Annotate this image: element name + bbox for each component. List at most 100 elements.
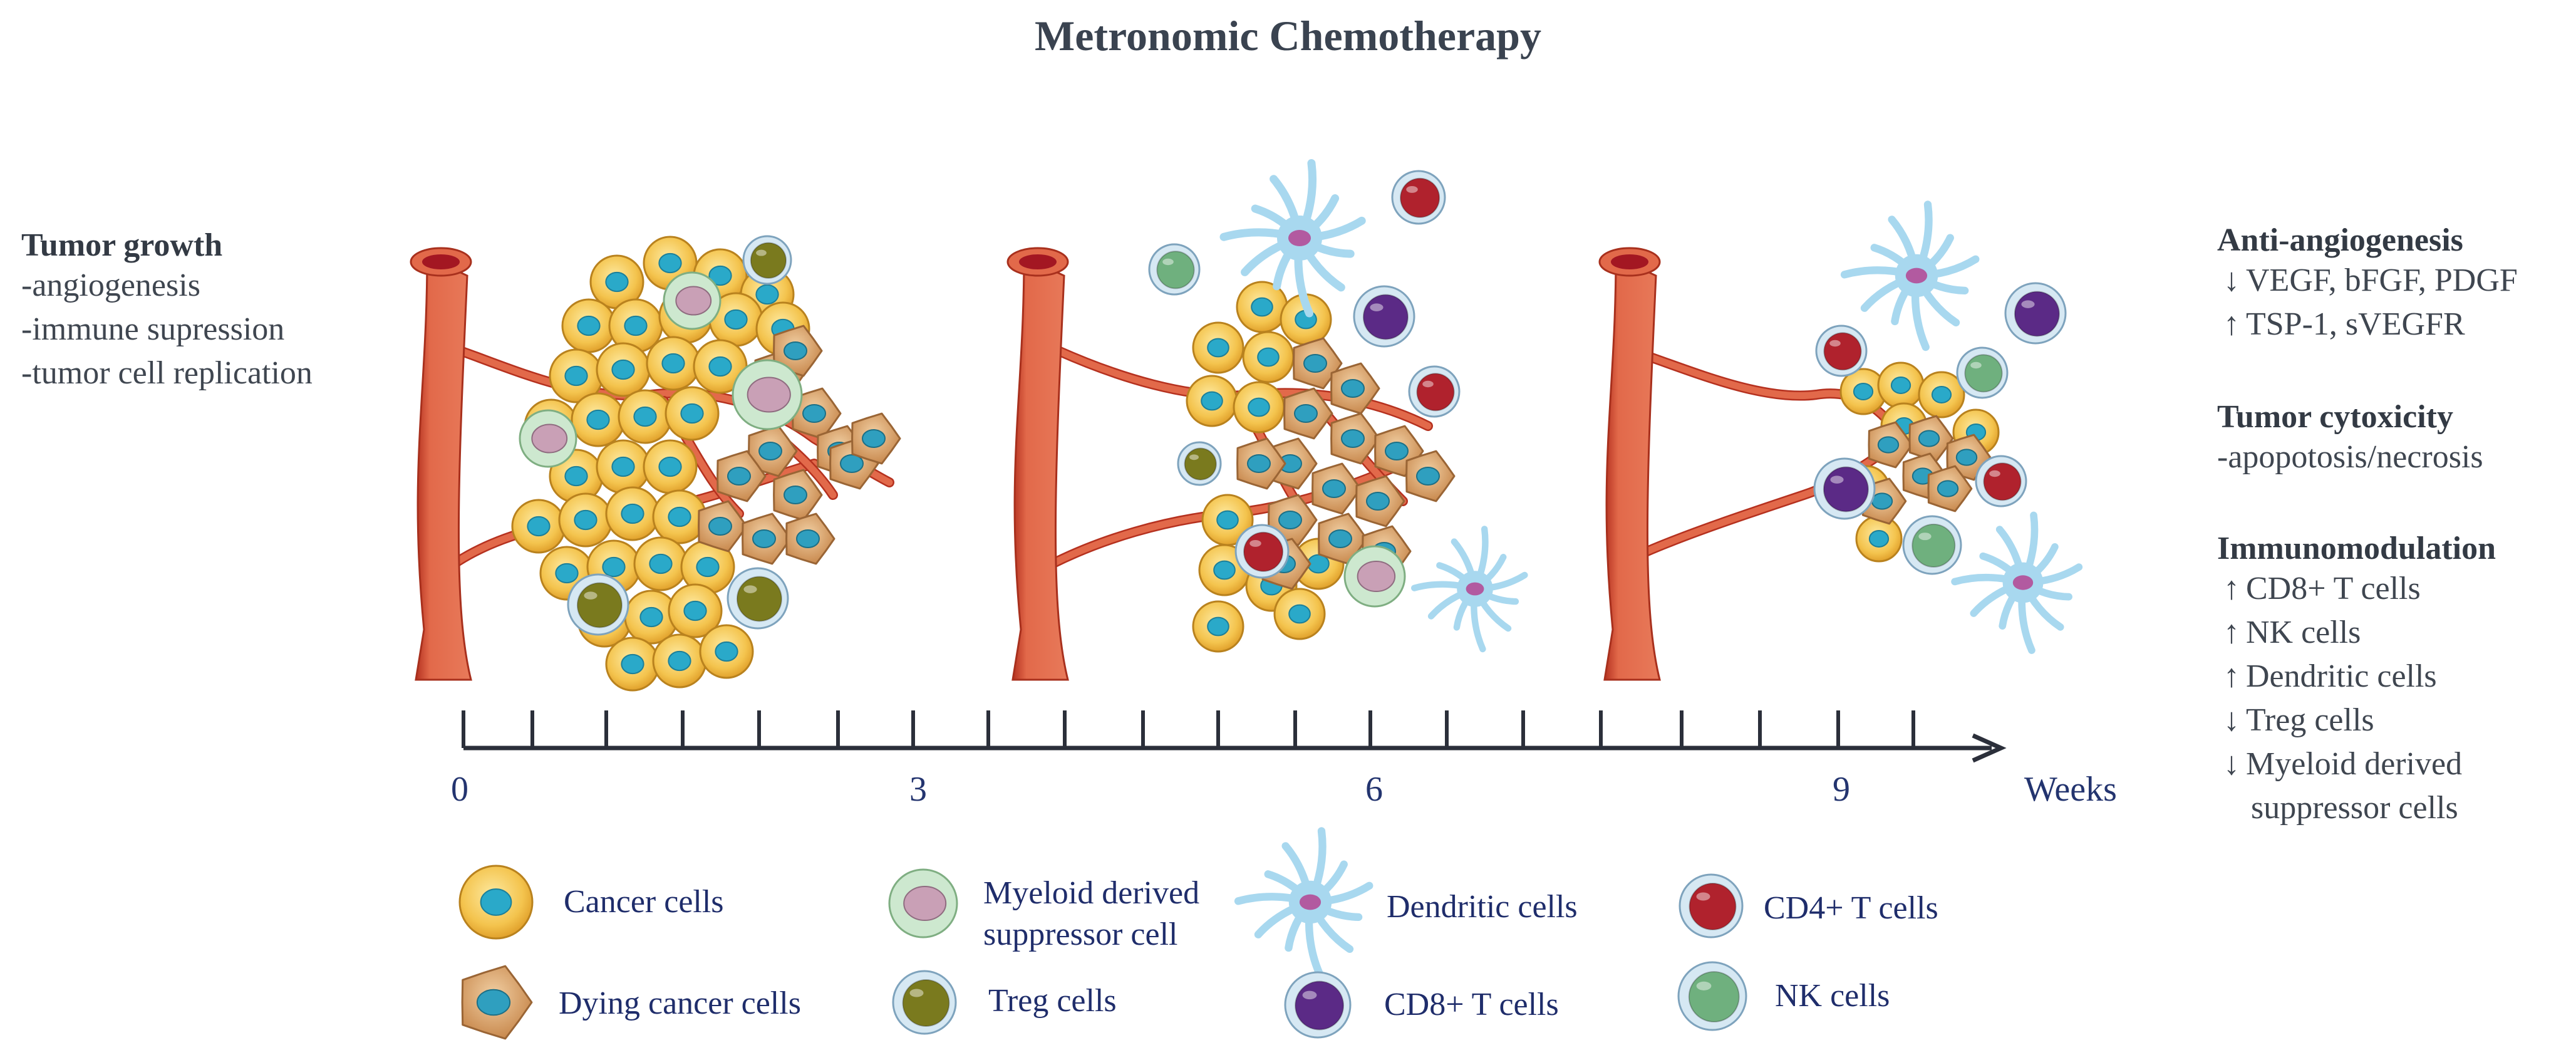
dendritic-cell <box>1411 526 1528 653</box>
effect-item: ↑NK cells <box>2217 611 2496 655</box>
myeloid-derived-suppressor-cell <box>519 409 577 468</box>
cd4-t-cell <box>1234 524 1290 579</box>
effect-text: TSP-1, sVEGFR <box>2246 306 2465 342</box>
cancer-cell <box>558 492 613 548</box>
arrow-down-icon: ↓ <box>2223 702 2240 738</box>
cancer-cell <box>1273 588 1326 640</box>
cytotoxicity-heading: Tumor cytoxicity <box>2217 399 2453 435</box>
nk-cell <box>1148 243 1201 296</box>
effect-text-continuation: suppressor cells <box>2251 790 2458 826</box>
cancer-cell <box>1855 515 1903 563</box>
dendritic-cell <box>1840 200 1980 351</box>
legend-label-dendritic: Dendritic cells <box>1387 889 1578 925</box>
cancer-cell <box>652 489 707 544</box>
tumor-growth-heading: Tumor growth <box>21 227 223 263</box>
dying-cancer-cell <box>1283 387 1333 440</box>
tumor-cells <box>1177 281 1461 653</box>
effect-text: NK cells <box>2246 615 2361 650</box>
effect-item: ↑TSP-1, sVEGFR <box>2217 303 2518 346</box>
dendritic-cell <box>1219 159 1366 318</box>
dying-cancer-cell <box>1330 362 1380 415</box>
cancer-cell <box>1839 368 1887 415</box>
tick-label-9: 9 <box>1833 770 1850 809</box>
treg-cell <box>1177 441 1222 486</box>
anti-angiogenesis-heading: Anti-angiogenesis <box>2217 222 2463 258</box>
diagram-title: Metronomic Chemotherapy <box>1035 12 1541 60</box>
timeline-unit-label: Weeks <box>2024 770 2117 809</box>
dying-cancer-cell <box>748 425 798 477</box>
cancer-cell <box>1918 371 1965 418</box>
legend-cd8-icon <box>1284 971 1352 1039</box>
tumor-cells <box>1813 325 2027 575</box>
cancer-cell <box>596 439 651 494</box>
cancer-cell <box>1242 331 1295 383</box>
legend-dendritic-cell-icon <box>1234 827 1373 978</box>
dendritic-cell <box>1951 511 2083 654</box>
timeline <box>462 710 2007 763</box>
dying-cancer-cell <box>785 512 835 565</box>
arrow-down-icon: ↓ <box>2223 262 2240 298</box>
tumor-growth-item: -angiogenesis <box>21 268 200 303</box>
effect-item: ↓VEGF, bFGF, PDGF <box>2217 259 2518 303</box>
dying-cancer-cell <box>773 469 823 521</box>
cancer-cell <box>1877 361 1925 409</box>
cancer-cell <box>633 536 688 591</box>
cancer-cell <box>605 637 660 692</box>
arrow-up-icon: ↑ <box>2223 306 2240 342</box>
cancer-cell <box>693 339 748 394</box>
cancer-cell <box>699 624 754 679</box>
effect-text: Treg cells <box>2246 702 2374 738</box>
cancer-cell <box>511 499 566 554</box>
tick-label-3: 3 <box>909 770 927 809</box>
cancer-cell <box>643 439 698 494</box>
myeloid-derived-suppressor-cell <box>732 359 803 430</box>
effect-text: VEGF, bFGF, PDGF <box>2246 262 2518 298</box>
treg-cell <box>727 567 789 630</box>
cancer-cell <box>1192 321 1244 374</box>
legend-label-cd4: CD4+ T cells <box>1764 890 1938 926</box>
effect-text: CD8+ T cells <box>2246 571 2421 606</box>
cancer-cell <box>646 336 701 391</box>
cancer-cell <box>596 342 651 397</box>
dying-cancer-cell <box>851 412 901 465</box>
dying-cancer-cell <box>773 325 823 377</box>
cancer-cell <box>1201 494 1254 546</box>
cancer-cell <box>605 486 660 541</box>
legend-mdsc-icon <box>888 868 958 938</box>
cancer-cell <box>652 633 707 689</box>
cd4-t-cell <box>1975 455 2027 507</box>
cd4-t-cell <box>1391 170 1446 225</box>
tumor-week-6 <box>1006 247 1461 681</box>
arrow-up-icon: ↑ <box>2223 615 2240 650</box>
cancer-cell <box>571 392 626 447</box>
cancer-cell <box>561 298 616 353</box>
cd8-t-cell <box>1813 457 1876 520</box>
nk-cell <box>1902 515 1962 575</box>
myeloid-derived-suppressor-cell <box>1343 545 1406 608</box>
legend-label-dying: Dying cancer cells <box>559 985 801 1021</box>
effect-text: Myeloid derived <box>2246 746 2463 782</box>
dying-cancer-cell <box>1330 412 1380 465</box>
nk-cell <box>1956 346 2009 399</box>
arrow-up-icon: ↑ <box>2223 658 2240 694</box>
dying-cancer-cell <box>1311 462 1362 515</box>
anti-angiogenesis-panel: Anti-angiogenesis ↓VEGF, bFGF, PDGF ↑TSP… <box>2217 222 2518 346</box>
cancer-cell <box>1233 381 1285 434</box>
tick-label-0: 0 <box>451 770 468 809</box>
effect-item: ↑Dendritic cells <box>2217 655 2496 699</box>
dying-cancer-cell <box>1355 475 1405 528</box>
legend-label-mdsc-1: Myeloid derived <box>983 875 1200 911</box>
dying-cancer-cell <box>1236 437 1286 490</box>
dying-cancer-cell <box>1405 450 1456 502</box>
effect-text: -apopotosis/necrosis <box>2217 439 2483 475</box>
cancer-cell <box>1186 375 1238 427</box>
cancer-cell <box>1192 600 1244 653</box>
dying-cancer-cell <box>1927 465 1973 512</box>
dying-cancer-cell <box>1868 421 1913 469</box>
legend-dying-cell-icon <box>461 965 533 1040</box>
tumor-week-0 <box>410 235 901 692</box>
cancer-cell <box>668 583 723 638</box>
cancer-cell <box>549 348 604 403</box>
dying-cancer-cell <box>698 500 748 553</box>
